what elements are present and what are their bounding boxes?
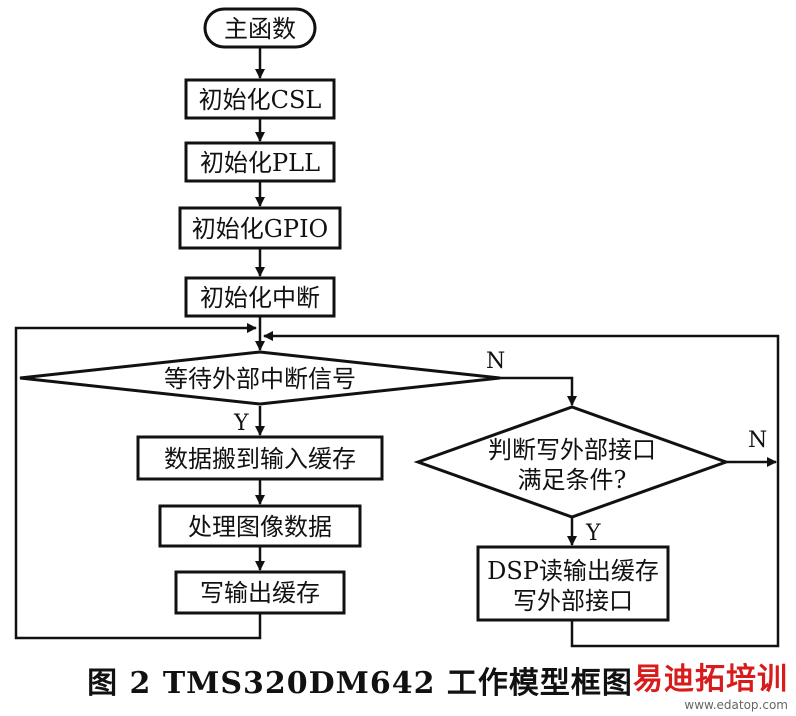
start-label: 主函数 bbox=[224, 15, 296, 43]
box-init-csl bbox=[184, 78, 336, 120]
box-process bbox=[158, 504, 362, 548]
watermark-url: www.edatop.com bbox=[684, 698, 788, 712]
init-pll-label: 初始化PLL bbox=[200, 149, 320, 177]
judge-label-2: 满足条件? bbox=[518, 466, 627, 494]
box-init-gpio bbox=[178, 206, 342, 250]
box-dsp bbox=[476, 545, 670, 622]
start-terminal bbox=[203, 7, 317, 49]
loop-right bbox=[263, 331, 780, 462]
process-label: 处理图像数据 bbox=[188, 513, 332, 541]
init-csl-label: 初始化CSL bbox=[199, 86, 322, 114]
label-n-wait: N bbox=[486, 349, 505, 374]
wait-label: 等待外部中断信号 bbox=[164, 365, 356, 393]
dsp-label-1: DSP读输出缓存 bbox=[487, 557, 659, 585]
write-out-label: 写输出缓存 bbox=[200, 579, 320, 607]
label-y-judge: Y bbox=[585, 521, 601, 546]
judge-label-1: 判断写外部接口 bbox=[488, 436, 656, 464]
arrow-wait-judge bbox=[500, 376, 577, 406]
loop-dsp-return bbox=[570, 462, 780, 648]
init-gpio-label: 初始化GPIO bbox=[192, 215, 328, 243]
box-init-int bbox=[184, 276, 336, 318]
label-n-judge: N bbox=[748, 428, 767, 453]
label-y-wait: Y bbox=[233, 411, 249, 436]
init-int-label: 初始化中断 bbox=[200, 284, 320, 312]
box-init-pll bbox=[184, 141, 336, 183]
dsp-label-2: 写外部接口 bbox=[513, 587, 633, 615]
box-move-data bbox=[136, 435, 384, 481]
move-data-label: 数据搬到输入缓存 bbox=[164, 445, 356, 473]
decision-wait bbox=[19, 350, 501, 406]
watermark-brand: 易迪拓培训 bbox=[633, 662, 788, 697]
box-write-out bbox=[174, 570, 346, 615]
figure-caption: 图 2 TMS320DM642 工作模型框图 bbox=[87, 666, 633, 701]
loop-left bbox=[14, 323, 262, 640]
decision-judge bbox=[413, 405, 731, 519]
